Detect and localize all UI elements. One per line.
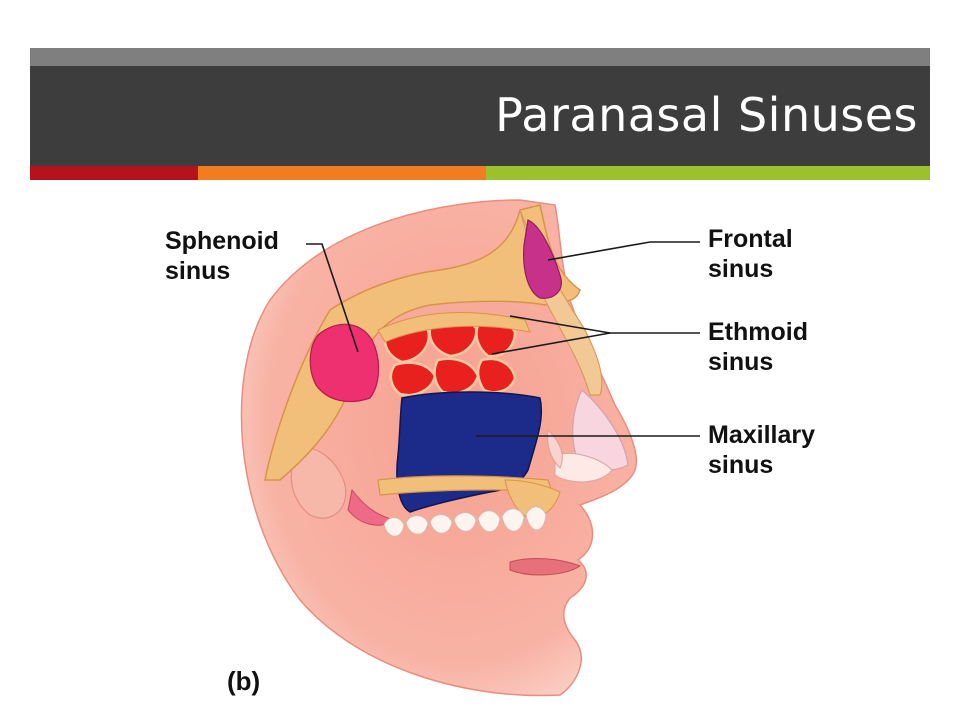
label-frontal-line1: Frontal: [708, 225, 793, 253]
maxilla-alveolar: [504, 479, 561, 519]
title-bar: Paranasal Sinuses: [30, 66, 930, 166]
accent-segment-orange: [198, 166, 486, 180]
accent-segment-red: [30, 166, 198, 180]
label-frontal-sinus: Frontal sinus: [708, 224, 793, 284]
label-maxillary-sinus: Maxillary sinus: [708, 420, 815, 480]
cheek-fold: [547, 428, 563, 469]
label-sphenoid-line2: sinus: [165, 257, 231, 285]
accent-segment-green: [486, 166, 930, 180]
head-cross-section: [240, 199, 700, 697]
leader-line-frontal: [547, 241, 700, 261]
leader-lines: [306, 241, 700, 437]
label-sphenoid-line1: Sphenoid: [165, 227, 279, 255]
figure-letter: (b): [227, 666, 261, 696]
label-ethmoid-line1: Ethmoid: [708, 318, 808, 346]
upper-teeth: [383, 506, 547, 537]
label-sphenoid-sinus: Sphenoid sinus: [165, 226, 279, 286]
ear: [290, 447, 347, 519]
label-maxillary-line2: sinus: [708, 451, 774, 479]
leader-line-ethmoid-2: [491, 332, 611, 355]
nose-lower-cartilage: [554, 453, 613, 483]
title-top-strip: [30, 48, 930, 66]
accent-bar: [30, 166, 930, 180]
label-frontal-line2: sinus: [708, 255, 774, 283]
ethmoid-bone-frame: [377, 312, 531, 343]
lip: [509, 558, 582, 576]
label-maxillary-line1: Maxillary: [708, 421, 816, 449]
label-ethmoid-line2: sinus: [708, 348, 774, 376]
sinus-illustration: Sphenoid sinus Frontal sinus Ethmoid sin…: [0, 180, 960, 720]
leader-line-sphenoid: [306, 243, 359, 353]
label-ethmoid-sinus: Ethmoid sinus: [708, 317, 808, 377]
sphenoid-sinus: [309, 323, 380, 403]
frontal-sinus: [523, 219, 562, 299]
slide-title: Paranasal Sinuses: [495, 88, 918, 142]
